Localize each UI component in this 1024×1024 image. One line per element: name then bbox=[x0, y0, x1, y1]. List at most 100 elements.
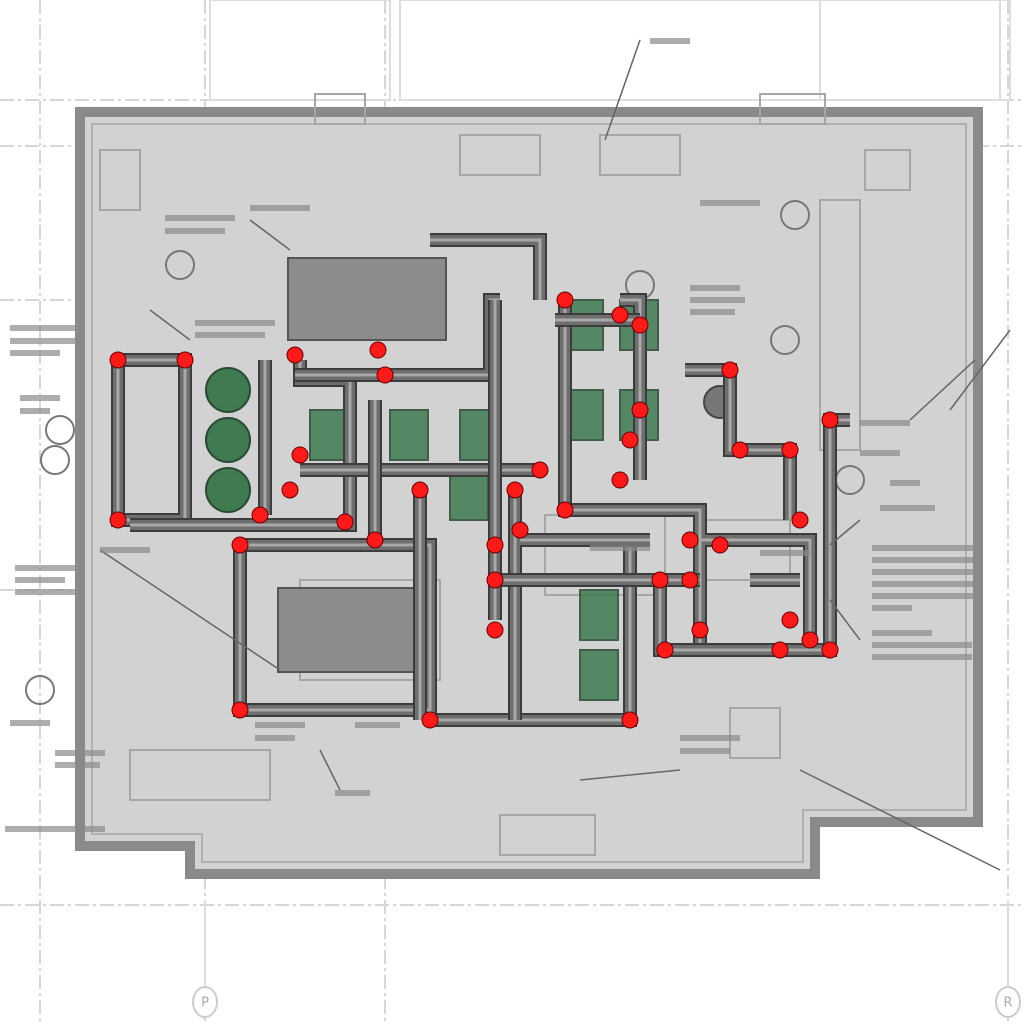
note-text-block bbox=[250, 205, 310, 211]
highlighted-fitting bbox=[109, 351, 127, 369]
note-text-block bbox=[195, 320, 275, 326]
room-outline bbox=[99, 149, 141, 211]
annotation-notes bbox=[5, 38, 1011, 871]
note-text-block bbox=[872, 545, 982, 551]
room-outline bbox=[759, 93, 826, 125]
highlighted-fitting bbox=[781, 611, 799, 629]
note-text-block bbox=[5, 826, 105, 832]
pipe-highlight bbox=[238, 543, 432, 712]
highlighted-fitting bbox=[109, 511, 127, 529]
note-text-block bbox=[690, 297, 745, 303]
pump-unit bbox=[579, 649, 619, 701]
highlighted-fitting bbox=[376, 366, 394, 384]
note-text-block bbox=[872, 605, 912, 611]
equipment-symbol bbox=[25, 675, 55, 705]
room-outline bbox=[864, 149, 911, 191]
note-text-block bbox=[872, 581, 982, 587]
highlighted-fitting bbox=[411, 481, 429, 499]
note-text-block bbox=[100, 547, 150, 553]
note-text-block bbox=[10, 350, 60, 356]
equipment-symbol bbox=[40, 445, 70, 475]
highlighted-fitting bbox=[801, 631, 819, 649]
highlighted-fitting bbox=[231, 536, 249, 554]
leader-line bbox=[604, 39, 641, 141]
highlighted-fitting bbox=[621, 711, 639, 729]
leader-line bbox=[829, 599, 861, 641]
highlighted-fitting bbox=[486, 536, 504, 554]
leader-line bbox=[99, 549, 281, 671]
note-text-block bbox=[355, 722, 400, 728]
room-outline bbox=[129, 749, 271, 801]
highlighted-fitting bbox=[791, 511, 809, 529]
highlighted-fitting bbox=[711, 536, 729, 554]
note-text-block bbox=[872, 642, 972, 648]
adjacent-room bbox=[209, 0, 391, 101]
leader-line bbox=[579, 769, 681, 781]
note-text-block bbox=[880, 505, 935, 511]
note-text-block bbox=[872, 557, 982, 563]
note-text-block bbox=[255, 735, 295, 741]
equipment-symbol bbox=[770, 325, 800, 355]
note-text-block bbox=[872, 630, 932, 636]
note-text-block bbox=[165, 215, 235, 221]
green-tank bbox=[205, 467, 251, 513]
highlighted-fitting bbox=[621, 431, 639, 449]
highlighted-fitting bbox=[656, 641, 674, 659]
note-text-block bbox=[20, 408, 50, 414]
highlighted-fitting bbox=[366, 531, 384, 549]
highlighted-fitting bbox=[556, 501, 574, 519]
leader-line bbox=[799, 769, 1001, 871]
highlighted-fitting bbox=[681, 571, 699, 589]
room-outline bbox=[819, 199, 861, 451]
note-text-block bbox=[15, 589, 85, 595]
equipment-symbol bbox=[165, 250, 195, 280]
equipment-symbol bbox=[780, 200, 810, 230]
highlighted-fitting bbox=[336, 513, 354, 531]
highlighted-fittings bbox=[109, 291, 839, 729]
note-text-block bbox=[690, 309, 735, 315]
note-text-block bbox=[590, 545, 650, 551]
leader-line bbox=[829, 519, 861, 546]
highlighted-fitting bbox=[531, 461, 549, 479]
highlighted-fitting bbox=[771, 641, 789, 659]
note-text-block bbox=[680, 748, 730, 754]
highlighted-fitting bbox=[281, 481, 299, 499]
highlighted-fitting bbox=[511, 521, 529, 539]
highlighted-fitting bbox=[731, 441, 749, 459]
highlighted-fitting bbox=[556, 291, 574, 309]
highlighted-fitting bbox=[251, 506, 269, 524]
note-text-block bbox=[890, 480, 920, 486]
pump-unit bbox=[309, 409, 349, 461]
grid-label-r: R bbox=[1003, 996, 1012, 1011]
note-text-block bbox=[195, 332, 265, 338]
grid-label-p: P bbox=[201, 996, 209, 1011]
equipment-symbol bbox=[45, 415, 75, 445]
highlighted-fitting bbox=[781, 441, 799, 459]
highlighted-fitting bbox=[611, 471, 629, 489]
note-text-block bbox=[700, 200, 760, 206]
building-inner-wall bbox=[91, 123, 967, 863]
highlighted-fitting bbox=[821, 411, 839, 429]
highlighted-fitting bbox=[631, 316, 649, 334]
highlighted-fitting bbox=[611, 306, 629, 324]
note-text-block bbox=[335, 790, 370, 796]
leader-line bbox=[249, 219, 291, 251]
pipe-highlight bbox=[620, 298, 642, 480]
pump-unit bbox=[449, 469, 489, 521]
note-text-block bbox=[680, 735, 740, 741]
highlighted-fitting bbox=[421, 711, 439, 729]
room-outline bbox=[599, 134, 681, 176]
note-text-block bbox=[165, 228, 225, 234]
green-tank bbox=[205, 367, 251, 413]
highlighted-fitting bbox=[486, 621, 504, 639]
grid-bubble-r: R bbox=[995, 900, 1021, 1018]
green-tank bbox=[205, 417, 251, 463]
leader-line bbox=[909, 359, 976, 421]
note-text-block bbox=[15, 577, 65, 583]
pipe-highlight bbox=[430, 238, 542, 300]
note-text-block bbox=[10, 720, 50, 726]
highlighted-fitting bbox=[176, 351, 194, 369]
note-text-block bbox=[872, 593, 982, 599]
note-text-block bbox=[760, 550, 810, 556]
